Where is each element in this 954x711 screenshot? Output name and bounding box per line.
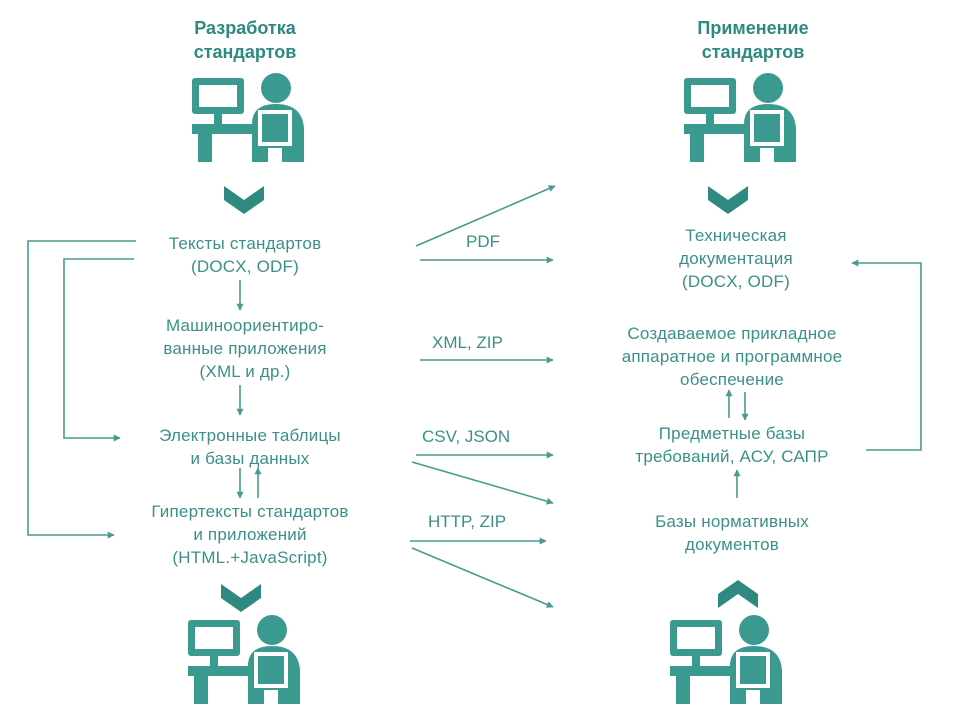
title-development: Разработка стандартов bbox=[193, 18, 297, 62]
label-xml-zip: XML, ZIP bbox=[432, 333, 503, 352]
node-normative-databases: Базы нормативных документов bbox=[655, 512, 809, 554]
person-at-computer-icon bbox=[670, 615, 782, 704]
node-subject-databases: Предметные базы требований, АСУ, САПР bbox=[635, 424, 829, 466]
arrow-pdf-up bbox=[415, 185, 556, 247]
arrow-csv-json-down bbox=[411, 461, 554, 505]
node-software: Создаваемое прикладное аппаратное и прог… bbox=[621, 324, 843, 389]
label-csv-json: CSV, JSON bbox=[422, 427, 511, 446]
node-technical-documentation: Техническая документация (DOCX, ODF) bbox=[679, 226, 793, 291]
chevron-up-icon bbox=[718, 580, 758, 608]
loop-texts-to-tables bbox=[63, 258, 134, 442]
loop-subject-db-to-techdoc bbox=[851, 259, 922, 451]
label-http-zip: HTTP, ZIP bbox=[428, 512, 507, 531]
chevron-down-icon bbox=[708, 186, 748, 214]
node-hypertexts: Гипертексты стандартов и приложений (HTM… bbox=[151, 502, 349, 567]
title-application: Применение стандартов bbox=[697, 18, 809, 62]
node-machine-oriented-apps: Машиноориентиро- ванные приложения (XML … bbox=[163, 316, 327, 381]
person-at-computer-icon bbox=[684, 73, 796, 162]
person-at-computer-icon bbox=[192, 73, 304, 162]
chevron-down-icon bbox=[221, 584, 261, 612]
person-at-computer-icon bbox=[188, 615, 300, 704]
label-pdf: PDF bbox=[466, 232, 500, 251]
node-standard-texts: Тексты стандартов (DOCX, ODF) bbox=[168, 234, 322, 276]
arrow-http-zip-down bbox=[411, 547, 554, 608]
chevron-down-icon bbox=[224, 186, 264, 214]
node-spreadsheets-databases: Электронные таблицы и базы данных bbox=[159, 426, 341, 468]
loop-texts-to-hypertexts bbox=[27, 240, 136, 539]
